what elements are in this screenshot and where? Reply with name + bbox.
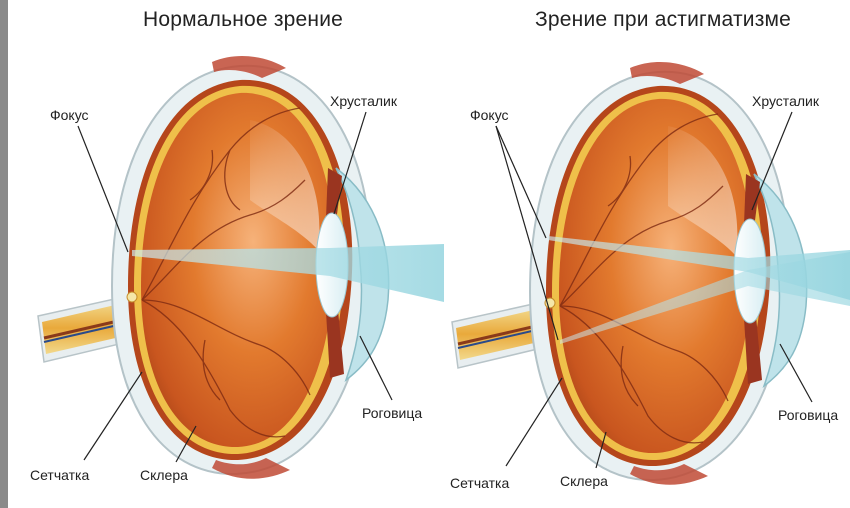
label-cornea-right: Роговица [778, 407, 838, 423]
label-sclera: Склера [140, 467, 188, 483]
label-retina-right: Сетчатка [450, 475, 509, 491]
label-lens-right: Хрусталик [752, 93, 820, 109]
label-focus-right: Фокус [470, 107, 509, 123]
label-lens: Хрусталик [330, 93, 398, 109]
label-cornea: Роговица [362, 405, 422, 421]
label-retina: Сетчатка [30, 467, 89, 483]
label-sclera-right: Склера [560, 473, 608, 489]
label-focus: Фокус [50, 107, 89, 123]
